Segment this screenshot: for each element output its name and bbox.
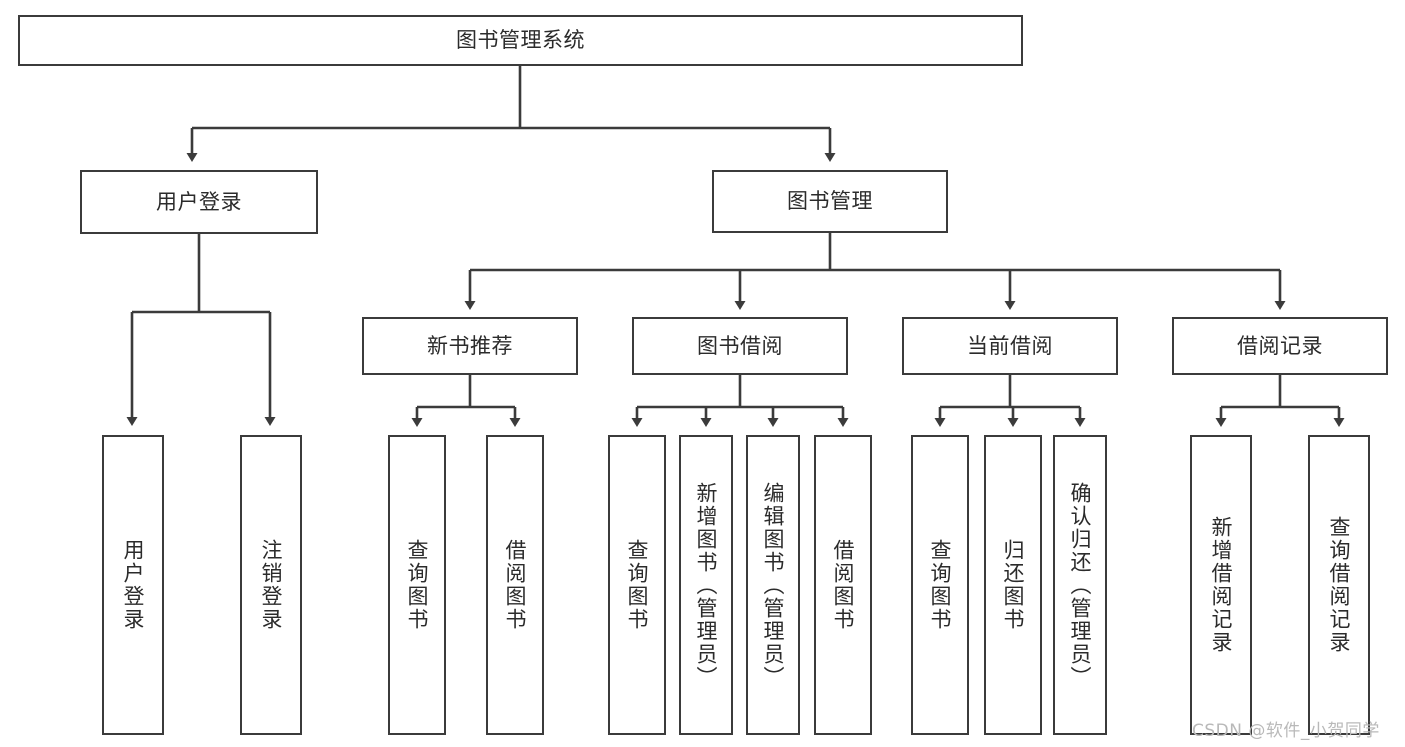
node-leaf-query-book-2-label: 查询图书 [625, 539, 650, 631]
node-user-login-label: 用户登录 [156, 189, 242, 214]
node-leaf-add-book[interactable]: 新增图书（管理员） [679, 435, 733, 735]
node-leaf-user-logout[interactable]: 注销登录 [240, 435, 302, 735]
node-leaf-borrow-book-1[interactable]: 借阅图书 [486, 435, 544, 735]
node-leaf-add-book-label: 新增图书（管理员） [694, 481, 719, 689]
node-leaf-query-record[interactable]: 查询借阅记录 [1308, 435, 1370, 735]
node-leaf-edit-book-label: 编辑图书（管理员） [761, 481, 786, 689]
node-leaf-user-logout-label: 注销登录 [259, 539, 284, 631]
node-book-borrow[interactable]: 图书借阅 [632, 317, 848, 375]
node-leaf-query-record-label: 查询借阅记录 [1327, 516, 1352, 654]
node-leaf-borrow-book-1-label: 借阅图书 [503, 539, 528, 631]
node-root[interactable]: 图书管理系统 [18, 15, 1023, 66]
node-book-manage[interactable]: 图书管理 [712, 170, 948, 233]
node-leaf-edit-book[interactable]: 编辑图书（管理员） [746, 435, 800, 735]
node-root-label: 图书管理系统 [456, 28, 585, 53]
node-current-borrow-label: 当前借阅 [967, 333, 1053, 358]
node-book-manage-label: 图书管理 [787, 189, 873, 214]
node-leaf-add-record-label: 新增借阅记录 [1209, 516, 1234, 654]
node-leaf-return-book-label: 归还图书 [1001, 539, 1026, 631]
node-leaf-query-book-2[interactable]: 查询图书 [608, 435, 666, 735]
node-leaf-borrow-book-2[interactable]: 借阅图书 [814, 435, 872, 735]
node-new-book-rec-label: 新书推荐 [427, 333, 513, 358]
node-leaf-return-book[interactable]: 归还图书 [984, 435, 1042, 735]
node-leaf-confirm-return-label: 确认归还（管理员） [1068, 481, 1093, 689]
node-borrow-record[interactable]: 借阅记录 [1172, 317, 1388, 375]
node-user-login[interactable]: 用户登录 [80, 170, 318, 234]
node-current-borrow[interactable]: 当前借阅 [902, 317, 1118, 375]
node-leaf-user-login[interactable]: 用户登录 [102, 435, 164, 735]
node-borrow-record-label: 借阅记录 [1237, 333, 1323, 358]
node-leaf-query-book-3[interactable]: 查询图书 [911, 435, 969, 735]
node-leaf-query-book-1-label: 查询图书 [405, 539, 430, 631]
node-leaf-add-record[interactable]: 新增借阅记录 [1190, 435, 1252, 735]
node-book-borrow-label: 图书借阅 [697, 333, 783, 358]
node-leaf-borrow-book-2-label: 借阅图书 [831, 539, 856, 631]
node-leaf-confirm-return[interactable]: 确认归还（管理员） [1053, 435, 1107, 735]
node-leaf-query-book-1[interactable]: 查询图书 [388, 435, 446, 735]
node-new-book-rec[interactable]: 新书推荐 [362, 317, 578, 375]
csdn-watermark: CSDN @软件_小贺同学 [1192, 721, 1380, 741]
node-leaf-query-book-3-label: 查询图书 [928, 539, 953, 631]
node-leaf-user-login-label: 用户登录 [121, 539, 146, 631]
